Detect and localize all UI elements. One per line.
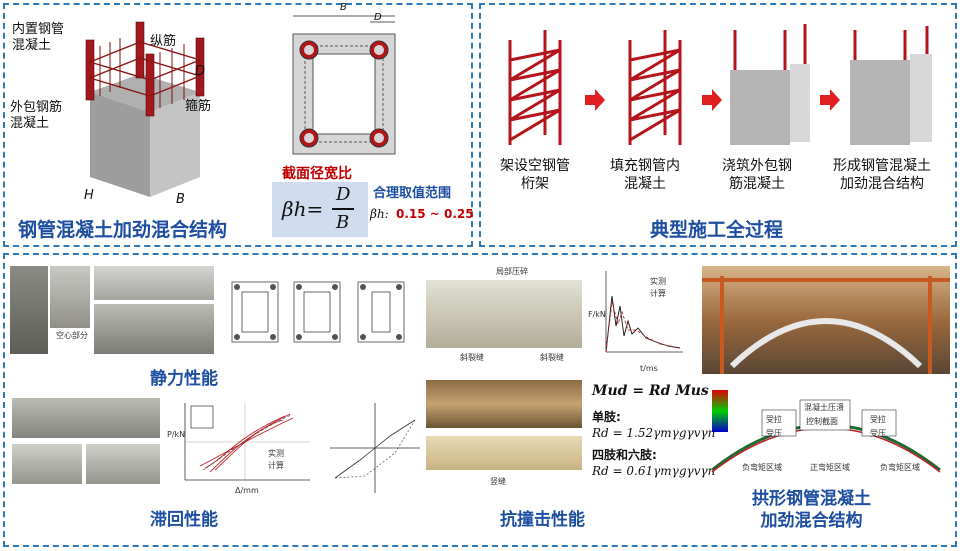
cross-section-diagram: [292, 15, 396, 155]
section-b-label: B: [340, 2, 347, 13]
static-title: 静力性能: [150, 369, 218, 389]
hollow-label: 空心部分: [56, 331, 88, 340]
truss-step1: [508, 30, 562, 145]
formula-main: Mud = Rd Mus: [592, 383, 709, 399]
section-drawings: [231, 281, 405, 343]
panel2-title: 典型施工全过程: [650, 219, 784, 241]
impact-photo-2: [426, 380, 582, 428]
hyst-ylabel: P/kN: [167, 430, 186, 439]
step4-final: [850, 26, 932, 145]
step-4-label: 形成钢管混凝土 加劲混合结构: [833, 158, 931, 192]
truss-step2: [628, 30, 682, 145]
impact-title: 抗撞击性能: [500, 510, 585, 530]
range-value: 0.15 ~ 0.25: [396, 207, 474, 221]
arch-label-negative-1: 负弯矩区域: [742, 463, 782, 472]
step-3-label: 浇筑外包钢 筋混凝土: [722, 158, 792, 192]
impact-xlabel: t/ms: [640, 364, 658, 373]
hysteresis-chart: [184, 403, 310, 481]
static-test-photo-2: [50, 266, 90, 328]
multi-limb-formula: Rd = 0.61γmγgγvγn: [592, 464, 716, 478]
static-test-photo-4: [94, 304, 214, 354]
step-arrows: [585, 89, 840, 111]
panel-composite-structure: [3, 3, 473, 247]
crack-label-1: 斜裂缝: [460, 353, 484, 362]
static-test-photo-1: [10, 266, 48, 354]
impact-photo-1: [426, 280, 582, 348]
impact-ylabel: F/kN: [588, 310, 606, 319]
static-test-photo-3: [94, 266, 214, 300]
impact-legend-calc: 计算: [650, 289, 666, 298]
label-inner-cfst: 内置钢管 混凝土: [12, 22, 65, 53]
arch-photo-overlay: [702, 276, 950, 374]
step3-concrete: [730, 24, 810, 145]
hysteresis-photo-2: [12, 444, 82, 484]
step-1-label: 架设空钢管 桁架: [500, 158, 570, 192]
arch-label-compression-2: 受压: [870, 429, 886, 438]
formula-denominator: B: [336, 212, 350, 233]
arch-label-control-section: 控制截面: [806, 417, 838, 426]
hysteresis-photo-3: [86, 444, 160, 484]
crack-label-3: 竖缝: [490, 477, 506, 486]
multi-limb-label: 四肢和六肢:: [592, 448, 657, 462]
formula-numerator: D: [336, 184, 351, 205]
formula-fraction-bar: [332, 208, 354, 210]
hysteresis-schematic: [330, 403, 420, 493]
arch-label-compression-1: 受压: [766, 429, 782, 438]
arch-fe-diagram: [711, 390, 941, 473]
hyst-legend-calc: 计算: [268, 461, 284, 470]
panel-construction-process: [479, 3, 957, 247]
hysteresis-photo-1: [12, 398, 160, 438]
label-d: D: [195, 64, 206, 79]
formula-beta: βh=: [282, 197, 324, 221]
arch-label-crush: 混凝土压溃: [804, 403, 844, 412]
range-prefix: βh:: [370, 207, 389, 221]
ratio-title: 截面径宽比: [282, 166, 352, 182]
arch-label-negative-2: 负弯矩区域: [880, 463, 920, 472]
hysteresis-title: 滞回性能: [150, 510, 218, 530]
step-2-label: 填充钢管内 混凝土: [610, 158, 680, 192]
label-b: B: [176, 192, 185, 207]
label-stirrup: 箍筋: [185, 99, 212, 114]
hyst-xlabel: Δ/mm: [235, 486, 259, 495]
single-limb-label: 单肢:: [592, 410, 621, 424]
crack-label-2: 斜裂缝: [540, 353, 564, 362]
hyst-legend-measured: 实测: [268, 449, 284, 458]
arch-title: 拱形钢管混凝土 加劲混合结构: [752, 489, 871, 531]
arch-label-positive: 正弯矩区域: [810, 463, 850, 472]
impact-photo-3: [426, 436, 582, 470]
panel-performance: [3, 253, 957, 547]
construction-steps-illustration: [508, 24, 932, 145]
single-limb-formula: Rd = 1.52γmγgγvγn: [592, 426, 716, 440]
impact-legend-measured: 实测: [650, 277, 666, 286]
label-longitudinal-bar: 纵筋: [150, 34, 177, 49]
arch-label-tension-2: 受拉: [870, 415, 886, 424]
impact-top-label: 局部压碎: [496, 267, 528, 276]
impact-force-chart: [605, 271, 683, 353]
label-h: H: [84, 188, 94, 203]
section-d-label: D: [374, 12, 382, 23]
panel1-title: 钢管混凝土加劲混合结构: [18, 219, 228, 241]
arch-label-tension-1: 受拉: [766, 415, 782, 424]
label-outer-rc: 外包钢筋 混凝土: [10, 100, 63, 131]
range-title: 合理取值范围: [373, 186, 452, 201]
column-3d-illustration: [85, 21, 205, 197]
